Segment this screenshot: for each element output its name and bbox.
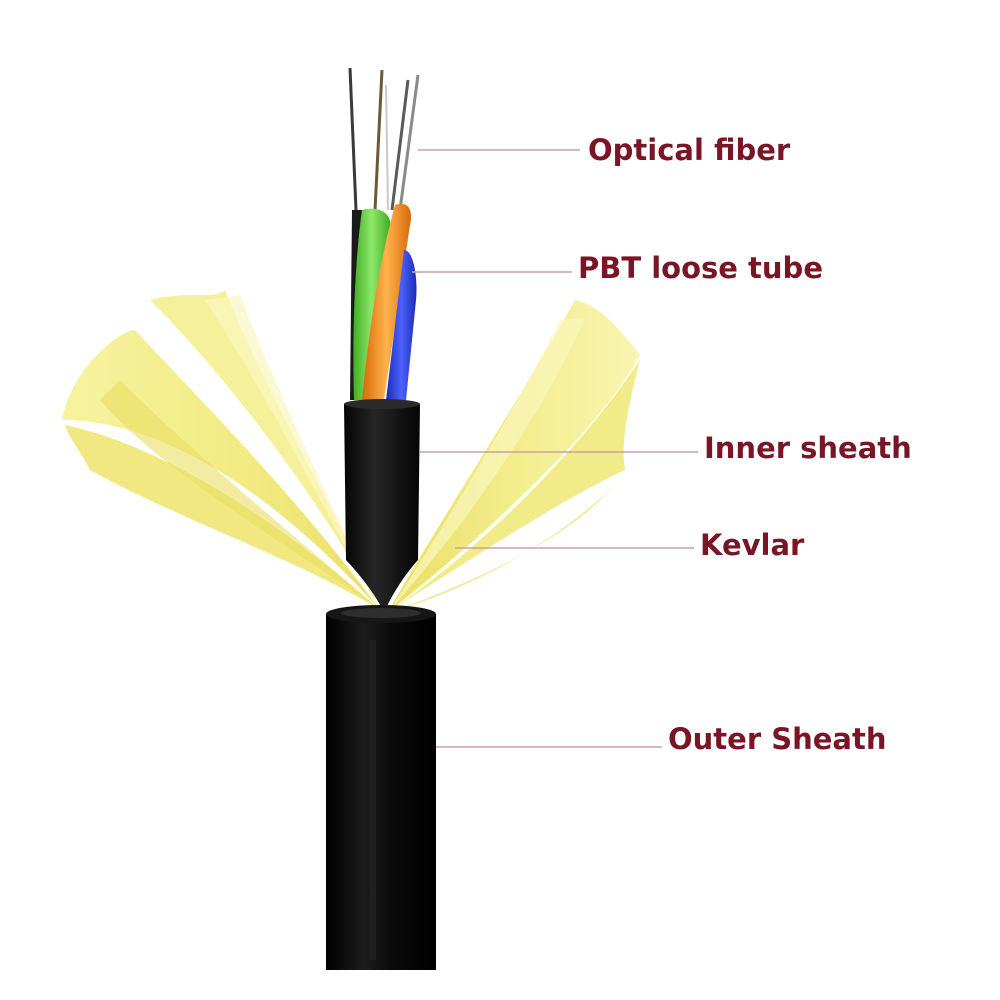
label-inner-sheath: Inner sheath: [704, 431, 912, 465]
pbt-loose-tubes: [350, 203, 417, 400]
kevlar-left-bundle: [62, 290, 380, 610]
label-optical-fiber: Optical fiber: [588, 133, 791, 167]
label-kevlar: Kevlar: [700, 528, 805, 562]
leader-lines: [412, 149, 698, 748]
kevlar-right-bundle: [388, 300, 640, 612]
label-pbt-loose-tube: PBT loose tube: [578, 251, 823, 285]
outer-sheath: [326, 605, 436, 970]
inner-sheath: [344, 399, 420, 612]
optical-fiber-strands: [348, 67, 420, 211]
label-outer-sheath: Outer Sheath: [668, 722, 887, 756]
